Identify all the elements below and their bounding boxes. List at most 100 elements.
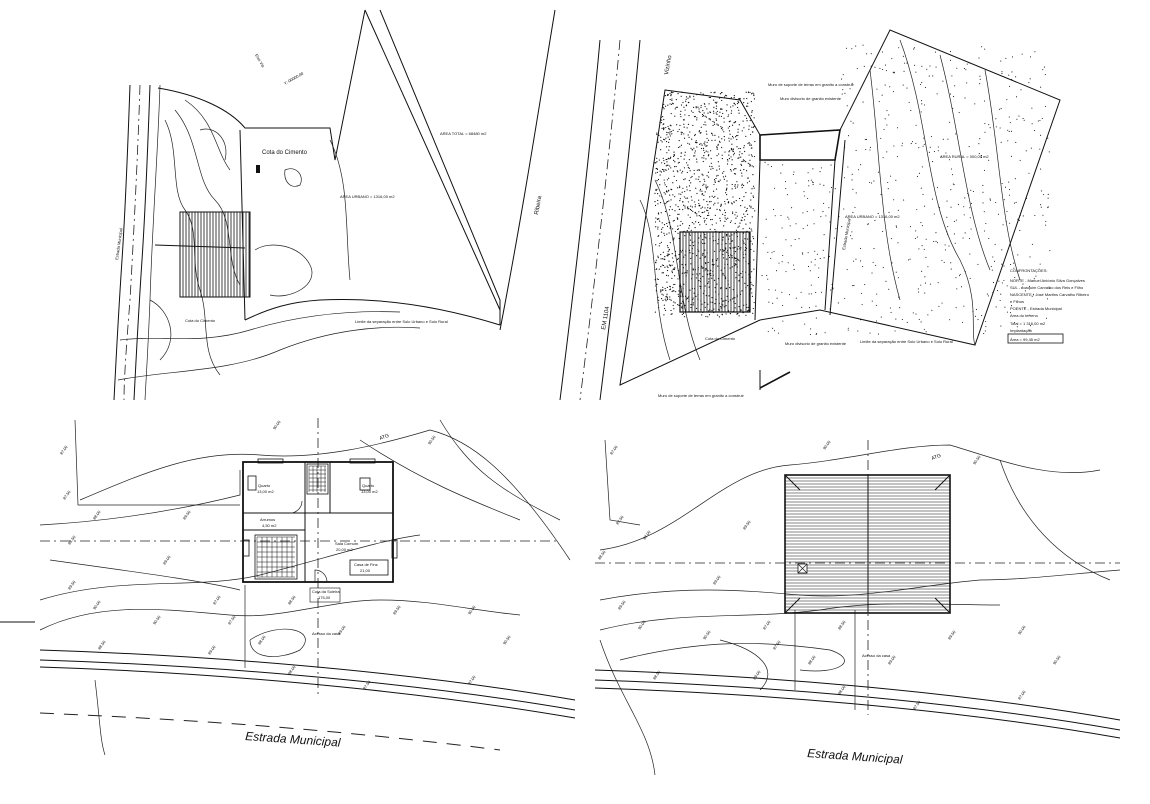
room-casa-fins: Casa de Fins <box>354 562 378 567</box>
site-plan-2: Muro de suporte de terras em granito a c… <box>559 29 1090 401</box>
contour-value: 90.00 <box>637 619 647 631</box>
legend-block: CONFRONTAÇÕES: NORTE - Manuel António Si… <box>1007 268 1090 344</box>
contour-value: 90.00 <box>467 604 477 616</box>
contour-value: 87.00 <box>609 444 619 456</box>
contour-value: 90.50 <box>502 634 512 646</box>
contour-value: 87.00 <box>1017 689 1027 701</box>
road-label-4: Estrada Municipal <box>807 746 903 767</box>
contour-value: 89.50 <box>392 604 402 616</box>
contour-value: 87.50 <box>772 639 782 651</box>
contour-value: 89.00 <box>712 574 722 586</box>
area-total-label: AREA TOTAL = 68480 m2 <box>440 131 487 136</box>
contour-value: 89.00 <box>207 644 217 656</box>
contour-value: 87.00 <box>467 674 477 686</box>
legend-line: Implantação <box>1010 328 1033 333</box>
contour-labels: 87.0087.5088.0088.5089.0089.5090.0090.50… <box>597 439 1062 711</box>
legend-line: NORTE - Manuel António Silva Gonçalves <box>1010 278 1085 283</box>
rural-zone <box>761 44 1051 336</box>
estrada-vert-label: Estrada Municipal <box>114 228 123 260</box>
contour-value: 88.50 <box>597 549 607 561</box>
contour-value: 90.00 <box>272 419 282 431</box>
contour-value: 88.50 <box>97 639 107 651</box>
cota-label-2: Cota do Cimento <box>185 318 216 323</box>
contour-value: 89.50 <box>617 599 627 611</box>
house-footprint-2 <box>679 231 751 313</box>
muro-bottom2-label: Muro de suporte de terras em granito a c… <box>658 393 744 398</box>
contour-value: 90.50 <box>972 454 982 466</box>
contour-value: 89.50 <box>742 519 752 531</box>
cota-label: Cota do Cimento <box>262 150 308 156</box>
muro-bottom-label: Muro divisorio de granito existente <box>785 341 847 346</box>
compass-label: ATG <box>379 433 390 442</box>
contour-value: 87.00 <box>212 594 222 606</box>
room-quarto1: Quarto <box>258 483 271 488</box>
area-urbano2-label: AREA URBANO = 1316,00 m2 <box>845 214 900 219</box>
contour-value: 87.50 <box>62 489 72 501</box>
site-plan-4: Acesso da casa ATG Estrada Municipal 87.… <box>594 439 1121 776</box>
legend-line: POENTE - Estrada Municipal <box>1010 306 1062 311</box>
site-plan-1: Cota do Cimento Cota do Cimento AREA TOT… <box>113 9 556 401</box>
contour-value: 88.00 <box>837 684 847 696</box>
contour-value: 89.00 <box>162 554 172 566</box>
contour-value: 89.50 <box>67 579 77 591</box>
acesso-label: Acesso da casa <box>312 631 341 636</box>
contour-value: 88.00 <box>92 509 102 521</box>
area-urbano-label: AREA URBANO = 1316,00 m2 <box>340 194 395 199</box>
contour-value: 89.50 <box>947 629 957 641</box>
contour-value: 88.00 <box>287 664 297 676</box>
contour-value: 88.50 <box>287 594 297 606</box>
contour-value: 87.50 <box>615 514 625 526</box>
acesso-label-4: Acesso da casa <box>862 653 891 658</box>
contour-value: 88.00 <box>257 634 267 646</box>
contour-value: 90.50 <box>1052 654 1062 666</box>
cota-soleira-value: 175,00 <box>318 595 331 600</box>
limite-label: Limite da separação entre Solo Urbano e … <box>355 319 448 324</box>
contour-value: 88.50 <box>837 619 847 631</box>
legend-line: e Filhos <box>1010 299 1024 304</box>
contour-value: 90.00 <box>822 439 832 451</box>
site-plan-3: Quarto 13,00 m2 Quarto 13,00 m2 Arrumos … <box>0 418 576 756</box>
contour-value: 87.50 <box>912 699 922 711</box>
legend-line: Área = 99,45 m2 <box>1010 337 1040 342</box>
room-arrumos-area: 4,50 m2 <box>262 523 277 528</box>
floor-plan: Quarto 13,00 m2 Quarto 13,00 m2 Arrumos … <box>242 458 398 603</box>
eixo-label: Eixo Via <box>254 53 266 69</box>
roof-plan <box>784 474 951 614</box>
estrada-vert2-label: Estrada Municipal <box>841 218 851 250</box>
contour-value: 87.00 <box>762 619 772 631</box>
road-label-3: Estrada Municipal <box>245 729 341 750</box>
legend-line: NASCENTE - José Martins Carvalho Ribeiro <box>1010 292 1090 297</box>
house-footprint-1 <box>179 211 251 298</box>
vizinho-label: Vizinho <box>664 54 673 75</box>
contour-value: 90.00 <box>1017 624 1027 636</box>
limite2-label: Limite da separação entre Solo Urbano e … <box>860 339 953 344</box>
room-quarto2: Quarto <box>362 483 375 488</box>
legend-line: Area do terreno <box>1010 313 1039 318</box>
contour-value: 88.00 <box>642 529 652 541</box>
cota2-label: Cota do Cimento <box>705 336 736 341</box>
room-casa-fins-area: 21,00 <box>360 568 371 573</box>
contour-value: 88.50 <box>652 669 662 681</box>
contour-value: 89.00 <box>752 669 762 681</box>
room-quarto2-area: 13,00 m2 <box>361 489 378 494</box>
legend-line: Total = 1 316,00 m2 <box>1010 321 1046 326</box>
contour-value: 90.50 <box>702 629 712 641</box>
contour-value: 90.50 <box>152 614 162 626</box>
room-quarto1-area: 13,00 m2 <box>257 489 274 494</box>
legend-line: SUL - Joaquim Carvalho dos Reis e Filho <box>1010 285 1084 290</box>
room-sala: Sala Comum <box>335 541 359 546</box>
em-label: EM 1104 <box>601 305 611 330</box>
contour-value: 89.00 <box>337 624 347 636</box>
granite-zone <box>654 91 756 318</box>
contour-value: 90.50 <box>427 434 437 446</box>
contour-value: 87.50 <box>227 614 237 626</box>
contour-value: 87.00 <box>59 444 69 456</box>
contour-value: 89.00 <box>887 654 897 666</box>
room-arrumos: Arrumos <box>260 517 275 522</box>
area-rural-label: AREA RURAL = 000,00 m2 <box>940 154 989 159</box>
contour-value: 89.50 <box>182 509 192 521</box>
muro-top-label: Muro de suporte de terras em granito a c… <box>768 82 854 87</box>
contour-value: 87.50 <box>362 679 372 691</box>
